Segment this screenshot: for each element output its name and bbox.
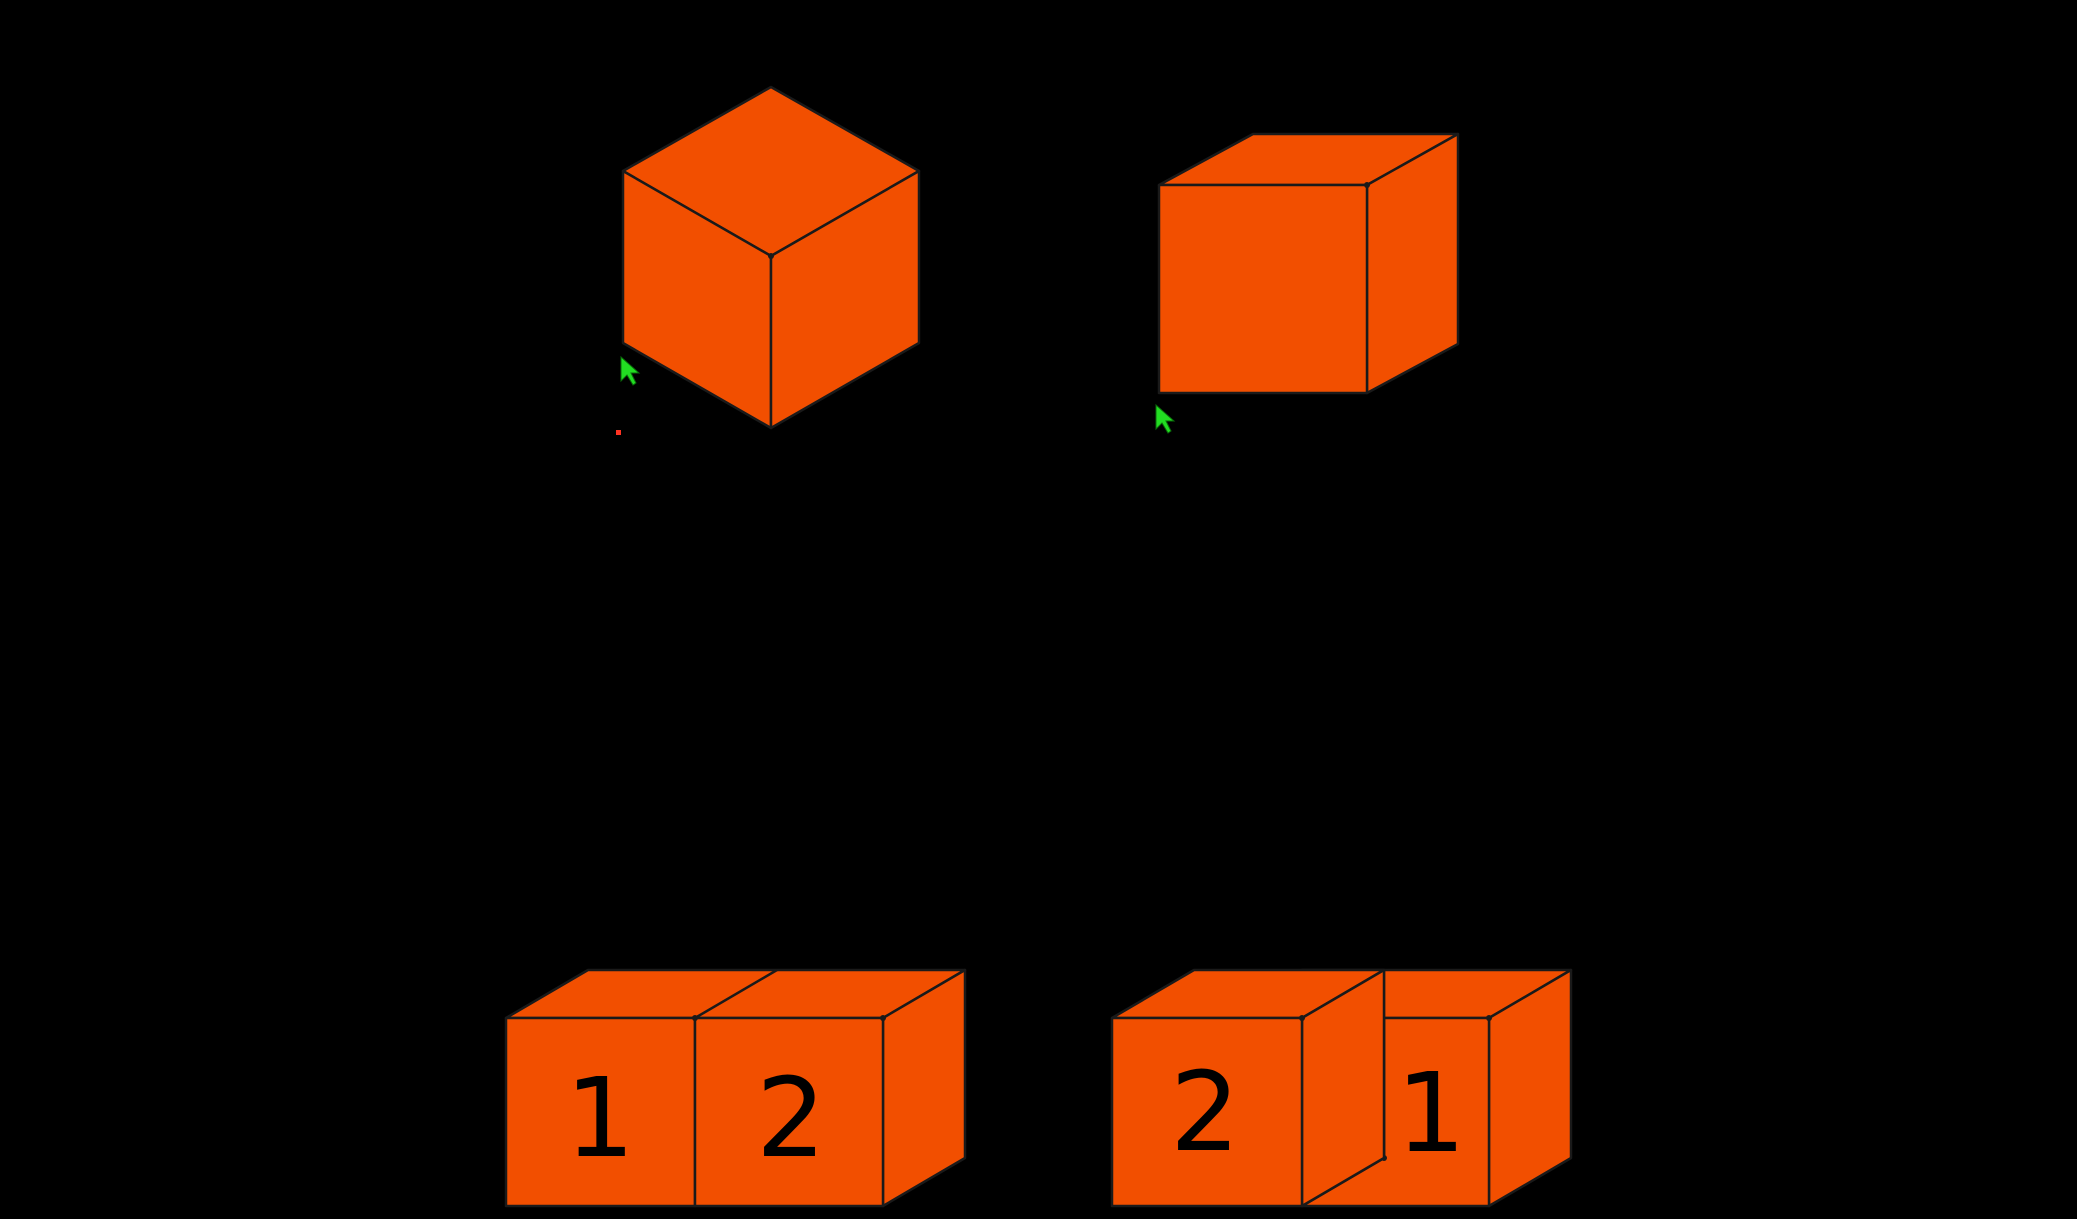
pair-right-vertex: [1299, 1015, 1305, 1021]
oblique-cube-vertex: [1364, 182, 1370, 188]
pair-left-top-divider: [694, 968, 778, 1020]
marker-dot: [616, 430, 621, 435]
pair-right-vertex: [1486, 1015, 1492, 1021]
pair-right-label-front: 2: [1170, 1048, 1240, 1176]
pair-left-front-face-cube-2: [693, 1016, 885, 1208]
pair-left-vertex: [692, 1015, 698, 1021]
arrow-pointer-icon: [1155, 403, 1176, 434]
pair-left-vertex: [880, 1015, 886, 1021]
cube-pair-right: 1 2: [1110, 968, 1573, 1208]
isometric-cube-right-face: [769, 169, 921, 430]
oblique-cube: [1157, 132, 1460, 395]
arrow-pointer-icon: [620, 355, 641, 386]
pair-left-label-first: 1: [565, 1054, 635, 1182]
pair-left-label-second: 2: [756, 1054, 826, 1182]
oblique-cube-front-face: [1157, 183, 1369, 395]
isometric-cube: [621, 85, 921, 430]
cube-pair-left: 1 2: [504, 968, 967, 1208]
pair-left-front-face-cube-1: [504, 1016, 697, 1208]
isometric-cube-vertex: [768, 253, 774, 259]
pair-right-front-cube-front-face: [1110, 1016, 1304, 1208]
pair-right-label-back: 1: [1396, 1049, 1466, 1177]
